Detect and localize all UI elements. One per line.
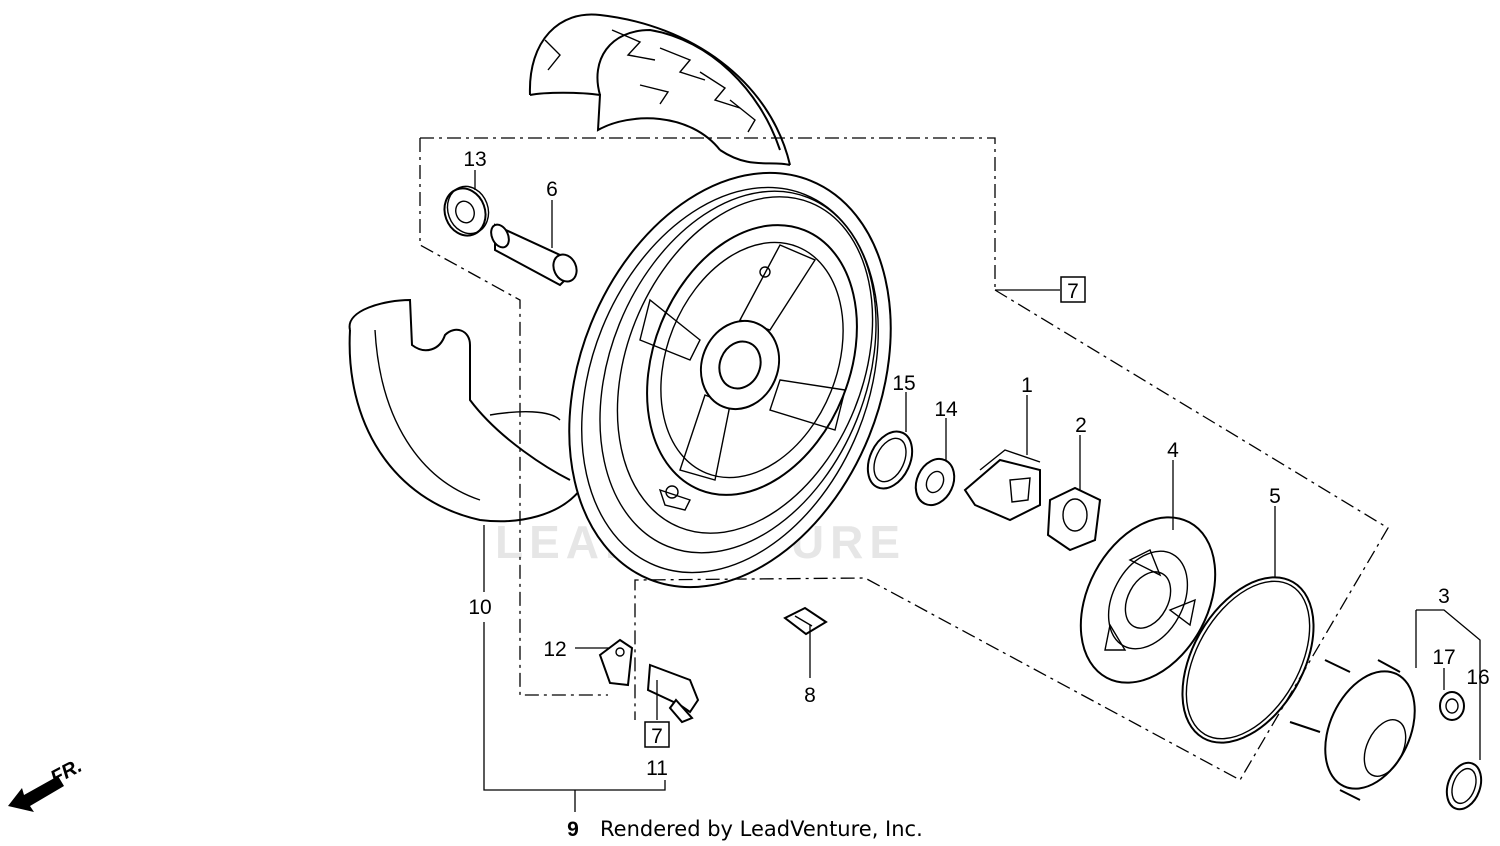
callout-5: 5 (1269, 485, 1281, 508)
part-6-spacer (490, 223, 578, 287)
part-17-nut (1439, 691, 1465, 721)
part-16-o-ring (1445, 761, 1483, 811)
callout-3: 3 (1438, 585, 1450, 608)
callout-13: 13 (463, 148, 486, 171)
tire-upper (528, 13, 791, 166)
callout-7-lower: 7 (651, 725, 663, 748)
part-14-bearing (914, 457, 956, 507)
part-8-weight (783, 606, 828, 636)
part-15-o-ring (866, 430, 914, 490)
part-5-snap-ring (1181, 576, 1315, 744)
callout-6: 6 (546, 178, 558, 201)
credit-text: Rendered by LeadVenture, Inc. (600, 817, 923, 841)
callout-1: 1 (1021, 374, 1033, 397)
part-3-hub (1289, 659, 1416, 801)
callout-7-box-lower (644, 721, 670, 748)
part-4-carrier (1079, 516, 1217, 684)
callout-7-upper: 7 (1067, 280, 1079, 303)
callout-17: 17 (1432, 646, 1455, 669)
tire-lower (348, 298, 581, 523)
callout-8: 8 (804, 684, 816, 707)
callout-16: 16 (1466, 666, 1489, 689)
callout-10: 10 (468, 596, 491, 619)
callout-11: 11 (646, 757, 668, 780)
callout-15: 15 (892, 372, 915, 395)
part-13-bearing (443, 185, 490, 237)
part-12-clip (598, 638, 634, 687)
callout-labels: 13 6 15 14 1 2 4 5 3 17 16 10 12 8 11 9 … (463, 148, 1489, 841)
callout-12: 12 (543, 638, 566, 661)
part-2-collar (1046, 486, 1102, 552)
callout-9: 9 (567, 818, 579, 841)
wheel (568, 171, 892, 589)
callout-14: 14 (934, 398, 958, 421)
leader-lines (419, 137, 1481, 812)
part-1-flange (963, 449, 1041, 522)
callout-2: 2 (1075, 414, 1087, 437)
callout-7-box-upper (1060, 276, 1086, 303)
front-direction-arrow: FR. (8, 755, 86, 812)
callout-4: 4 (1167, 439, 1179, 462)
part-11-valve (646, 663, 700, 724)
arrow-icon (8, 776, 64, 812)
